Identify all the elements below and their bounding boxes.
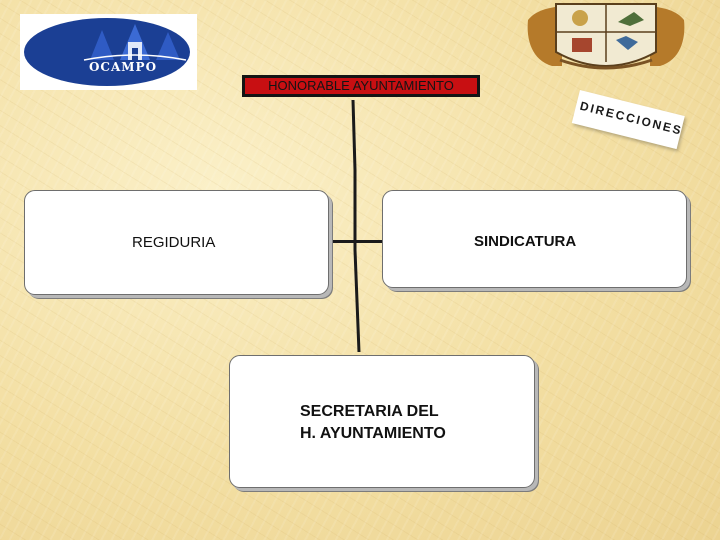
honorable-ayuntamiento-label: HONORABLE AYUNTAMIENTO bbox=[242, 75, 480, 97]
ocampo-logo: OCAMPO bbox=[20, 14, 197, 90]
secretaria-label-line1: SECRETARIA DEL bbox=[300, 403, 439, 420]
secretaria-label: SECRETARIA DEL H. AYUNTAMIENTO bbox=[300, 401, 446, 445]
coat-of-arms-icon bbox=[527, 3, 685, 70]
direcciones-tag: DIRECCIONES bbox=[571, 90, 685, 150]
connector-line-horizontal bbox=[330, 240, 388, 243]
logo-building-icon bbox=[83, 24, 187, 61]
secretaria-label-line2: H. AYUNTAMIENTO bbox=[300, 425, 446, 442]
logo-wordmark: OCAMPO bbox=[88, 60, 158, 74]
sindicatura-label: SINDICATURA bbox=[474, 233, 577, 250]
secretaria-box: SECRETARIA DEL H. AYUNTAMIENTO bbox=[229, 355, 535, 488]
sindicatura-box: SINDICATURA bbox=[382, 190, 687, 288]
regiduria-label: REGIDURIA bbox=[132, 234, 216, 251]
regiduria-box: REGIDURIA bbox=[24, 190, 329, 295]
connector-line-vertical bbox=[351, 100, 361, 352]
